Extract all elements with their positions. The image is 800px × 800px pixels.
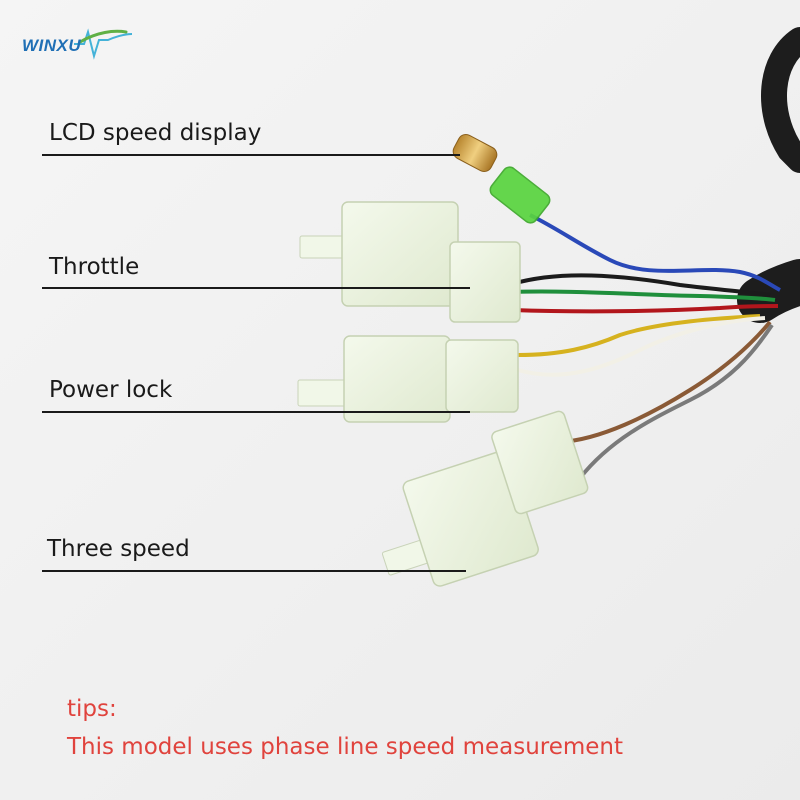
label-throttle: Throttle xyxy=(49,254,140,280)
label-three-speed: Three speed xyxy=(47,536,190,562)
wire-green xyxy=(511,289,776,302)
tips-text: This model uses phase line speed measure… xyxy=(67,734,624,760)
wire-brown xyxy=(559,320,772,444)
brand-logo: WINXU xyxy=(22,36,82,55)
power-lock-connector xyxy=(297,335,519,423)
throttle-connector xyxy=(299,201,521,323)
label-power-lock: Power lock xyxy=(49,377,173,403)
wire-white xyxy=(517,316,766,377)
wire-gray xyxy=(578,323,774,480)
brand-swoosh-icon xyxy=(74,28,132,60)
wire-blue xyxy=(529,213,781,292)
wire-red xyxy=(511,304,779,314)
black-cable-loop xyxy=(761,27,800,173)
tips-heading: tips: xyxy=(67,696,117,722)
three-speed-connector xyxy=(381,410,589,587)
wire-black xyxy=(511,273,771,297)
label-lcd-speed-display: LCD speed display xyxy=(49,120,262,146)
wire-yellow xyxy=(517,314,761,357)
lcd-bullet-connector xyxy=(452,133,551,224)
